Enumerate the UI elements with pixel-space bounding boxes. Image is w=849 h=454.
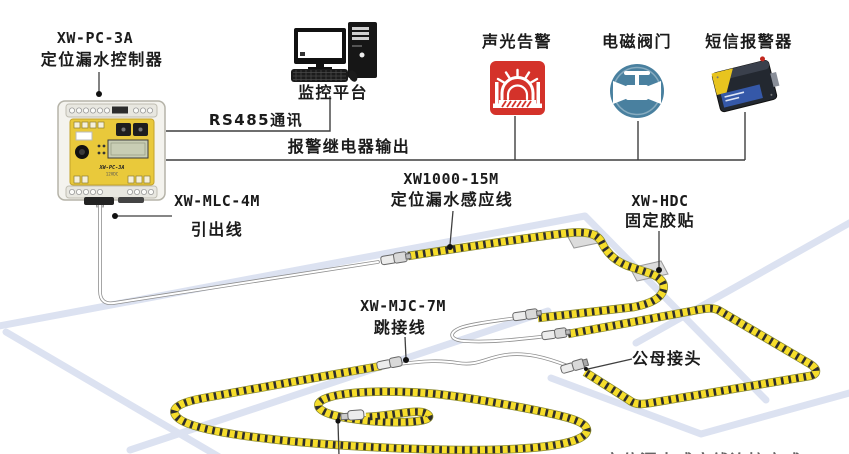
jumper-cable-name-label: 跳接线 (373, 318, 427, 337)
leader-dots (96, 91, 662, 424)
lead-wire (95, 198, 380, 306)
jumper-cable-1 (450, 315, 551, 344)
solenoid-valve-icon (610, 64, 664, 118)
lead-cable-name-label: 引出线 (190, 220, 244, 239)
sms-alarm-device (711, 56, 780, 113)
controller-label: XW-PC-3A (56, 29, 134, 47)
monitor-platform-label: 监控平台 (297, 83, 369, 102)
adhesive-label: XW-HDC (631, 192, 689, 210)
male-female-connector (560, 358, 590, 374)
jumper-cable-2 (398, 352, 570, 368)
device-face-voltage: 12VDC (106, 172, 119, 177)
lead-cable-label: XW-MLC-4M (174, 192, 260, 210)
rs485-label: RS485通讯 (208, 111, 304, 129)
valve-label: 电磁阀门 (601, 32, 673, 51)
controller-name-label: 定位漏水控制器 (40, 50, 164, 69)
sensing-cable-label: XW1000-15M (403, 170, 499, 188)
spiral-connector (376, 356, 403, 370)
controller-name: 定位漏水控制器 (40, 50, 164, 69)
jumper-cable-label: XW-MJC-7M (360, 297, 446, 315)
device-face-model: XW-PC-3A (99, 165, 125, 171)
cable-connector-a (512, 308, 543, 322)
adhesive-name-label: 固定胶贴 (624, 211, 696, 230)
sensing-cable-name-label: 定位漏水感应线 (390, 190, 514, 209)
cable-connector-b (541, 327, 572, 341)
relay-output-label: 报警继电器输出 (287, 137, 411, 156)
sensing-cable-spiral (174, 366, 587, 450)
rs485-line (166, 96, 331, 132)
sms-alarm-label: 短信报警器 (705, 32, 793, 51)
leak-controller-device: XW-PC-3A 12VDC (57, 100, 166, 205)
label-leader-lines (98, 72, 660, 454)
monitoring-computer (291, 22, 377, 82)
bottom-caption: 定位漏水感应线连接方式 (604, 447, 802, 454)
relay-output-line (166, 112, 746, 161)
controller-model: XW-PC-3A (56, 29, 134, 47)
cable-connector-1 (380, 251, 412, 266)
sound-light-alarm-icon (490, 61, 545, 115)
terminal-connector (340, 409, 365, 421)
male-female-connector-label: 公母接头 (631, 349, 703, 368)
sound-light-alarm-label: 声光告警 (481, 32, 553, 51)
